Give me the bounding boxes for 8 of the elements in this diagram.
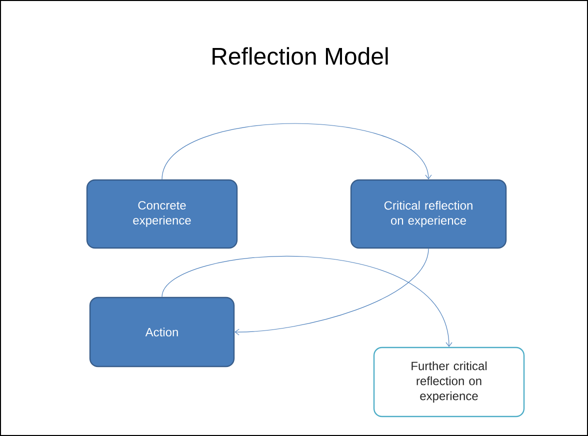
process-box: Critical reflection on experience [350, 179, 507, 249]
outcome-box: Further critical reflection on experience [373, 346, 525, 418]
arrow [162, 123, 432, 180]
arrow [234, 248, 429, 336]
arrow [162, 256, 452, 347]
process-box: Action [89, 296, 235, 368]
process-box: Concrete experience [86, 179, 238, 249]
title: Reflection Model [212, 47, 388, 65]
